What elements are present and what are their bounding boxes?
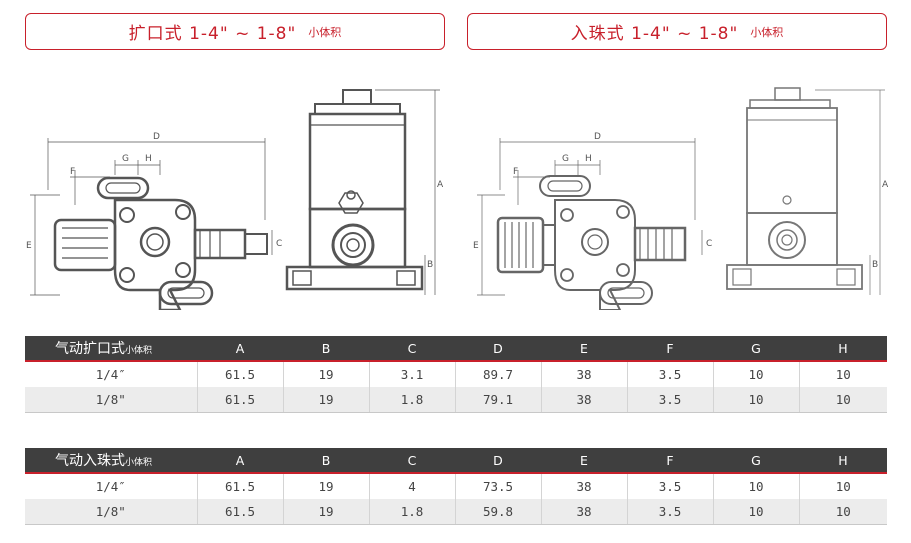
value-cell: 79.1 [454, 387, 541, 413]
table-title-cell: 气动扩口式小体积 [25, 336, 197, 362]
table-title-small: 小体积 [125, 346, 153, 356]
col-header-h: H [799, 448, 887, 474]
col-header-e: E [541, 336, 627, 362]
dim-label-f-2: F [513, 167, 518, 177]
spec-table-bead: 气动入珠式小体积 A B C D E F G H 1/4″ 61.5 19 4 … [25, 448, 887, 525]
col-header-g: G [713, 336, 799, 362]
col-header-f: F [627, 448, 713, 474]
value-cell: 10 [798, 473, 887, 499]
value-cell: 3.5 [626, 387, 713, 413]
value-cell: 3.1 [368, 361, 455, 387]
size-cell: 1/4″ [25, 361, 197, 387]
drawing-flare-side: A B [285, 85, 445, 300]
dim-label-a: A [437, 180, 444, 190]
table-header-row: 气动扩口式小体积 A B C D E F G H [25, 336, 887, 362]
col-header-a: A [197, 336, 283, 362]
drawing-flare-front: D G H F E C [20, 130, 290, 310]
title-box-bead: 入珠式 1-4" ~ 1-8" 小体积 [467, 13, 887, 50]
col-header-e: E [541, 448, 627, 474]
col-header-d: D [455, 336, 541, 362]
value-cell: 38 [540, 473, 627, 499]
col-header-b: B [283, 448, 369, 474]
col-header-c: C [369, 336, 455, 362]
col-header-c: C [369, 448, 455, 474]
value-cell: 10 [798, 387, 887, 413]
value-cell: 89.7 [454, 361, 541, 387]
dim-label-d-2: D [594, 132, 601, 142]
value-cell: 19 [282, 473, 369, 499]
value-cell: 19 [282, 361, 369, 387]
value-cell: 61.5 [196, 387, 283, 413]
col-header-a: A [197, 448, 283, 474]
value-cell: 38 [540, 499, 627, 525]
title-bead: 入珠式 1-4" ~ 1-8" [570, 24, 739, 44]
dim-label-c: C [276, 239, 282, 249]
table-row: 1/8" 61.5 19 1.8 59.8 38 3.5 10 10 [25, 499, 887, 525]
dim-label-e-2: E [473, 241, 479, 251]
value-cell: 3.5 [626, 361, 713, 387]
size-cell: 1/8" [25, 387, 197, 413]
value-cell: 1.8 [368, 499, 455, 525]
dim-label-a-2: A [882, 180, 889, 190]
col-header-d: D [455, 448, 541, 474]
value-cell: 61.5 [196, 361, 283, 387]
value-cell: 10 [712, 387, 799, 413]
table-title: 气动扩口式 [55, 341, 125, 357]
spec-table-flare: 气动扩口式小体积 A B C D E F G H 1/4″ 61.5 19 3.… [25, 336, 887, 413]
drawing-bead-side: A B [725, 85, 890, 300]
value-cell: 4 [368, 473, 455, 499]
value-cell: 10 [712, 499, 799, 525]
col-header-b: B [283, 336, 369, 362]
size-cell: 1/4″ [25, 473, 197, 499]
value-cell: 10 [712, 473, 799, 499]
dim-label-f: F [70, 167, 75, 177]
dim-label-g-2: G [562, 154, 569, 164]
table-row: 1/8" 61.5 19 1.8 79.1 38 3.5 10 10 [25, 387, 887, 413]
dim-label-h-2: H [585, 154, 592, 164]
value-cell: 19 [282, 387, 369, 413]
col-header-f: F [627, 336, 713, 362]
dim-label-b: B [427, 260, 433, 270]
size-cell: 1/8" [25, 499, 197, 525]
table-header-row: 气动入珠式小体积 A B C D E F G H [25, 448, 887, 474]
dim-label-b-2: B [872, 260, 878, 270]
table-row: 1/4″ 61.5 19 3.1 89.7 38 3.5 10 10 [25, 361, 887, 387]
dim-label-d: D [153, 132, 160, 142]
table-title: 气动入珠式 [55, 453, 125, 469]
value-cell: 3.5 [626, 499, 713, 525]
dim-label-e: E [26, 241, 32, 251]
dim-label-c-2: C [706, 239, 712, 249]
table-title-small: 小体积 [125, 458, 153, 468]
title-flare-sub: 小体积 [308, 25, 342, 39]
title-flare: 扩口式 1-4" ~ 1-8" [128, 24, 297, 44]
value-cell: 61.5 [196, 473, 283, 499]
dim-label-h: H [145, 154, 152, 164]
value-cell: 10 [712, 361, 799, 387]
title-bead-sub: 小体积 [750, 25, 784, 39]
value-cell: 10 [798, 499, 887, 525]
value-cell: 38 [540, 361, 627, 387]
dim-label-g: G [122, 154, 129, 164]
value-cell: 61.5 [196, 499, 283, 525]
drawing-bead-front: D G H F E C [470, 130, 730, 310]
value-cell: 38 [540, 387, 627, 413]
table-title-cell: 气动入珠式小体积 [25, 448, 197, 474]
value-cell: 19 [282, 499, 369, 525]
value-cell: 73.5 [454, 473, 541, 499]
col-header-h: H [799, 336, 887, 362]
value-cell: 3.5 [626, 473, 713, 499]
value-cell: 1.8 [368, 387, 455, 413]
value-cell: 59.8 [454, 499, 541, 525]
table-row: 1/4″ 61.5 19 4 73.5 38 3.5 10 10 [25, 473, 887, 499]
value-cell: 10 [798, 361, 887, 387]
title-box-flare: 扩口式 1-4" ~ 1-8" 小体积 [25, 13, 445, 50]
col-header-g: G [713, 448, 799, 474]
